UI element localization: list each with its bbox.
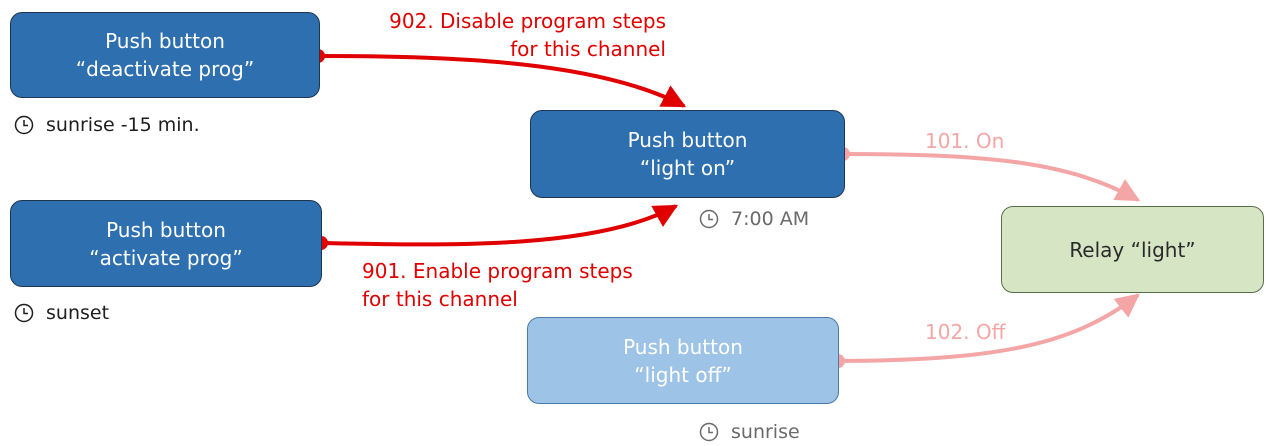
time-light-off: sunrise [699, 421, 800, 443]
node-subtitle: “deactivate prog” [75, 57, 255, 81]
time-label: 7:00 AM [731, 208, 810, 230]
push-button-activate-prog[interactable]: Push button “activate prog” [10, 200, 322, 287]
edge-label-on: 101. On [925, 127, 1004, 155]
clock-icon [14, 115, 34, 135]
relay-label: Relay “light” [1069, 237, 1196, 262]
node-subtitle: “light off” [634, 362, 732, 387]
node-title: Push button [627, 128, 748, 152]
node-title: Push button [106, 217, 226, 242]
edge-enable-program [320, 204, 679, 247]
node-title: Push button [623, 334, 743, 359]
clock-icon [14, 303, 34, 323]
node-subtitle: “activate prog” [89, 245, 243, 270]
edge-label-enable: 901. Enable program steps for this chann… [362, 257, 633, 313]
time-deactivate: sunrise -15 min. [14, 114, 200, 136]
time-label: sunrise [731, 421, 800, 443]
edge-on [842, 152, 1141, 202]
time-label: sunrise -15 min. [46, 114, 200, 136]
edge-label-line: 102. Off [925, 320, 1006, 344]
edge-label-line: 101. On [925, 129, 1005, 153]
edge-label-off: 102. Off [925, 318, 1005, 346]
edge-label-line: for this channel [510, 37, 666, 61]
node-subtitle: “light on” [639, 156, 736, 180]
time-activate: sunset [14, 302, 109, 324]
push-button-light-on[interactable]: Push button “light on” [530, 110, 845, 198]
clock-icon [699, 209, 719, 229]
relay-light[interactable]: Relay “light” [1001, 206, 1264, 293]
edge-label-line: 901. Enable program steps [362, 259, 633, 283]
edge-off [837, 293, 1140, 363]
push-button-light-off[interactable]: Push button “light off” [527, 317, 839, 404]
time-label: sunset [46, 302, 110, 324]
time-light-on: 7:00 AM [699, 208, 809, 230]
edge-label-disable: 902. Disable program steps for this chan… [366, 7, 666, 63]
node-title: Push button [105, 29, 225, 53]
edge-label-line: for this channel [362, 287, 518, 311]
edge-disable-program [317, 54, 687, 108]
push-button-deactivate-prog[interactable]: Push button “deactivate prog” [10, 12, 320, 98]
clock-icon [699, 422, 719, 442]
edge-label-line: 902. Disable program steps [389, 9, 666, 33]
